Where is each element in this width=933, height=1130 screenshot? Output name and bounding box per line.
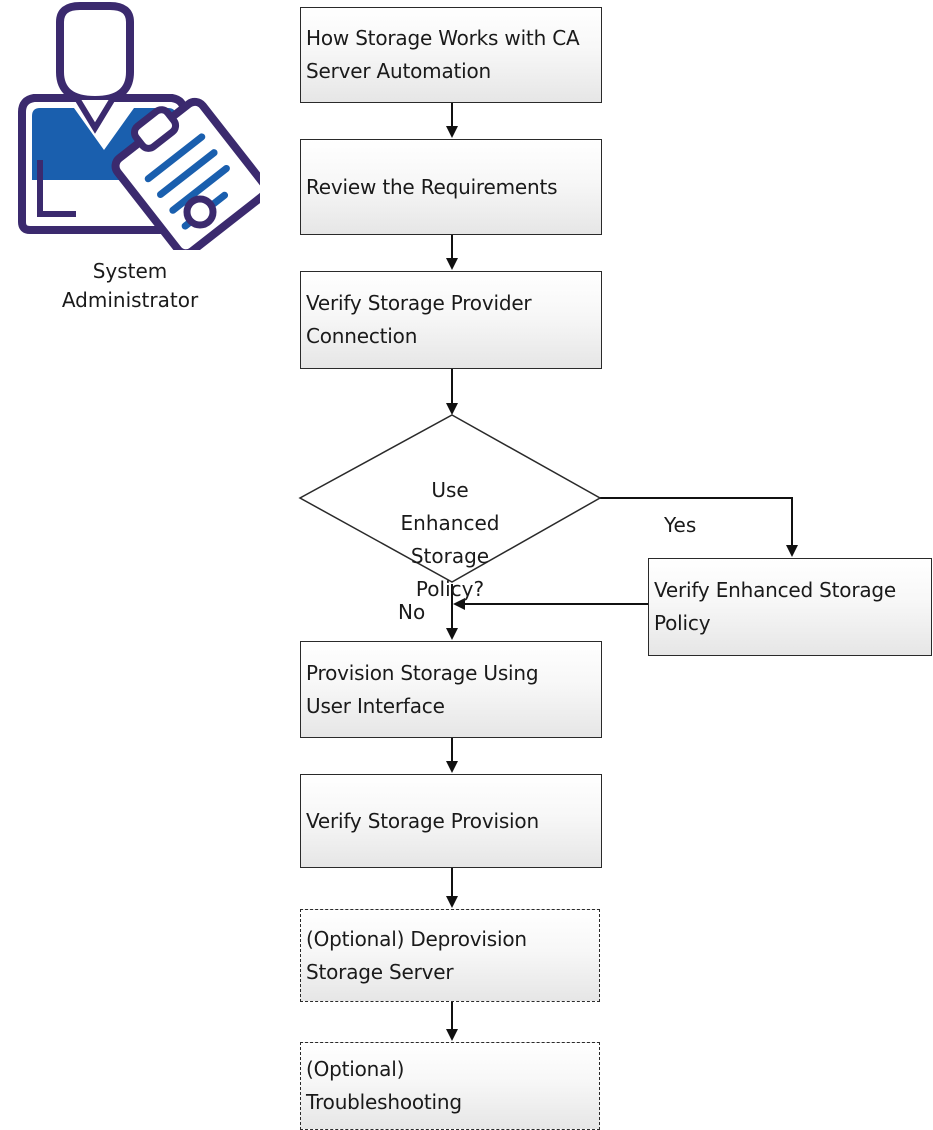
step-provision-storage-ui-text: Provision Storage Using User Interface: [306, 660, 539, 718]
step-provision-storage-ui: Provision Storage Using User Interface: [300, 641, 602, 738]
step-verify-storage-provision-text: Verify Storage Provision: [306, 808, 539, 833]
step-review-requirements-text: Review the Requirements: [306, 174, 558, 199]
step-verify-storage-provision: Verify Storage Provision: [300, 774, 602, 868]
step-review-requirements: Review the Requirements: [300, 139, 602, 235]
step-verify-enhanced-policy-text: Verify Enhanced Storage Policy: [654, 578, 897, 635]
step-verify-enhanced-policy: Verify Enhanced Storage Policy: [648, 558, 932, 656]
actor-label-line2: Administrator: [61, 288, 199, 312]
step-how-storage-works: How Storage Works with CA Server Automat…: [300, 7, 602, 103]
actor-label-line1: System: [92, 259, 168, 283]
actor-label: System Administrator: [40, 257, 220, 315]
step-optional-deprovision: (Optional) Deprovision Storage Server: [300, 909, 600, 1002]
step-optional-troubleshooting-text: (Optional) Troubleshooting: [306, 1057, 462, 1114]
step-optional-troubleshooting: (Optional) Troubleshooting: [300, 1042, 600, 1130]
decision-diamond: [298, 414, 602, 583]
decision-yes-label: Yes: [664, 513, 697, 537]
step-verify-provider-connection: Verify Storage Provider Connection: [300, 271, 602, 369]
step-optional-deprovision-text: (Optional) Deprovision Storage Server: [306, 926, 527, 984]
arrow-yes: [600, 497, 798, 557]
step-verify-provider-connection-text: Verify Storage Provider Connection: [306, 291, 532, 348]
decision-text: Use Enhanced Storage Policy?: [400, 478, 500, 601]
system-administrator-icon: [18, 2, 260, 250]
step-how-storage-works-text: How Storage Works with CA Server Automat…: [306, 26, 580, 83]
decision-no-label: No: [398, 600, 426, 624]
